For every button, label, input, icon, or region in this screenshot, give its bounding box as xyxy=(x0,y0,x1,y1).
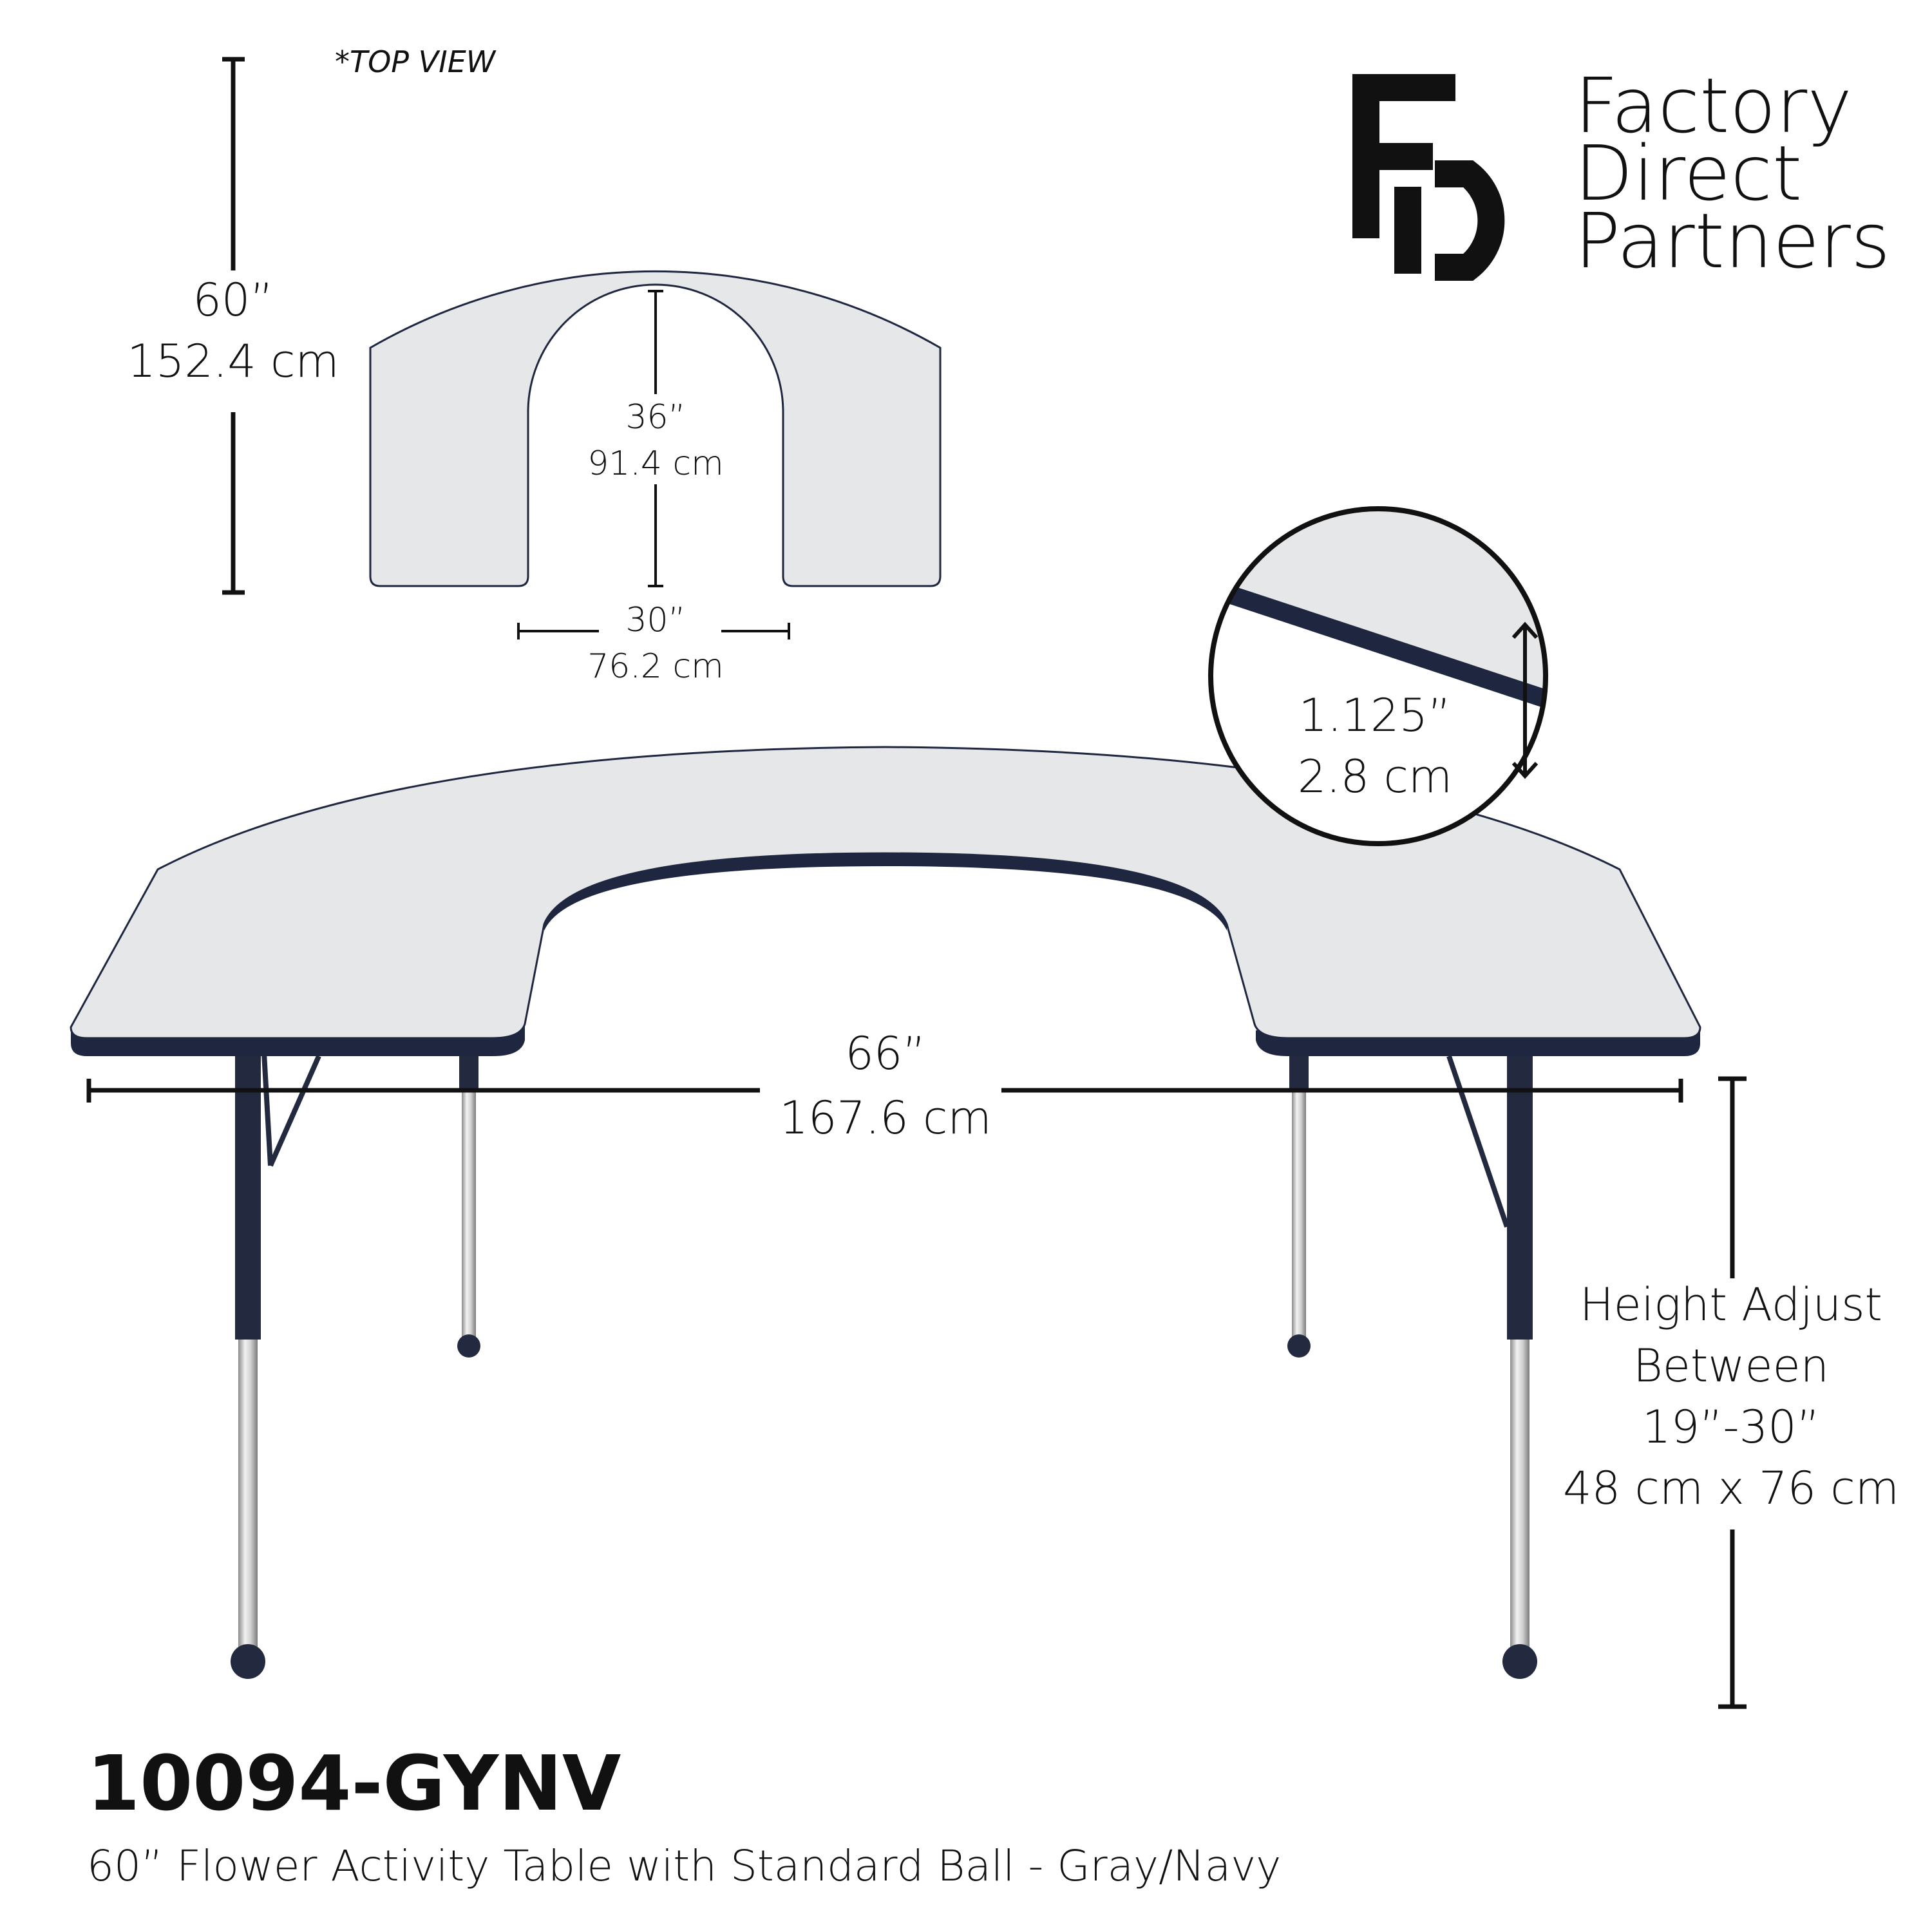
height-adjust-line-1: Height Adjust xyxy=(1580,1278,1882,1331)
height-inches-label: 60” xyxy=(193,274,273,327)
front-leg-left xyxy=(231,1056,265,1679)
height-adjust-line-3: 19”-30” xyxy=(1642,1401,1820,1454)
top-view-diagram: *TOP VIEW 60” 152.4 cm 36” 91.4 cm 30” 7… xyxy=(127,44,942,686)
product-sku: 10094-GYNV xyxy=(87,1739,621,1828)
top-view-shape xyxy=(369,270,942,587)
inner-edge-band xyxy=(544,853,1227,931)
back-leg-left xyxy=(457,1056,480,1358)
brand-name-line-1: Factory xyxy=(1575,61,1852,150)
width-inches-label: 66” xyxy=(845,1027,925,1080)
fdp-logo-mark xyxy=(1352,74,1455,274)
product-description: 60” Flower Activity Table with Standard … xyxy=(87,1841,1281,1891)
height-dimension-line xyxy=(222,57,245,595)
brace-right xyxy=(1446,1055,1510,1228)
height-adjust-line-4: 48 cm x 76 cm xyxy=(1563,1462,1899,1515)
table-perspective xyxy=(70,746,1701,1679)
inner-depth-dimension-line xyxy=(648,290,663,587)
inner-depth-cm-label: 91.4 cm xyxy=(587,444,724,483)
brand-name-line-2: Direct xyxy=(1575,129,1802,218)
edge-band xyxy=(1211,576,1546,734)
opening-cm-label: 76.2 cm xyxy=(587,647,724,686)
edge-thickness-arrow xyxy=(1511,621,1539,779)
edge-thickness-inches-label: 1.125” xyxy=(1299,689,1452,742)
height-cm-label: 152.4 cm xyxy=(127,335,339,388)
brand-logo: Factory Direct Partners xyxy=(1352,61,1890,285)
height-adjust-dimension-line xyxy=(1718,1076,1747,1709)
opening-dimension-line xyxy=(517,623,790,639)
fdp-logo-mark-d xyxy=(1435,160,1505,281)
width-dimension-line xyxy=(86,1079,1683,1103)
brand-name-line-3: Partners xyxy=(1575,196,1890,285)
top-view-label: *TOP VIEW xyxy=(335,44,497,79)
brace-left-2 xyxy=(268,1055,321,1167)
height-adjust-line-2: Between xyxy=(1633,1340,1829,1392)
brace-left xyxy=(261,1052,273,1166)
front-leg-right xyxy=(1502,1056,1537,1679)
width-cm-label: 167.6 cm xyxy=(779,1092,991,1144)
edge-thickness-cm-label: 2.8 cm xyxy=(1298,750,1452,803)
opening-inches-label: 30” xyxy=(625,601,685,639)
inner-depth-inches-label: 36” xyxy=(625,398,685,437)
back-leg-right xyxy=(1287,1056,1311,1358)
